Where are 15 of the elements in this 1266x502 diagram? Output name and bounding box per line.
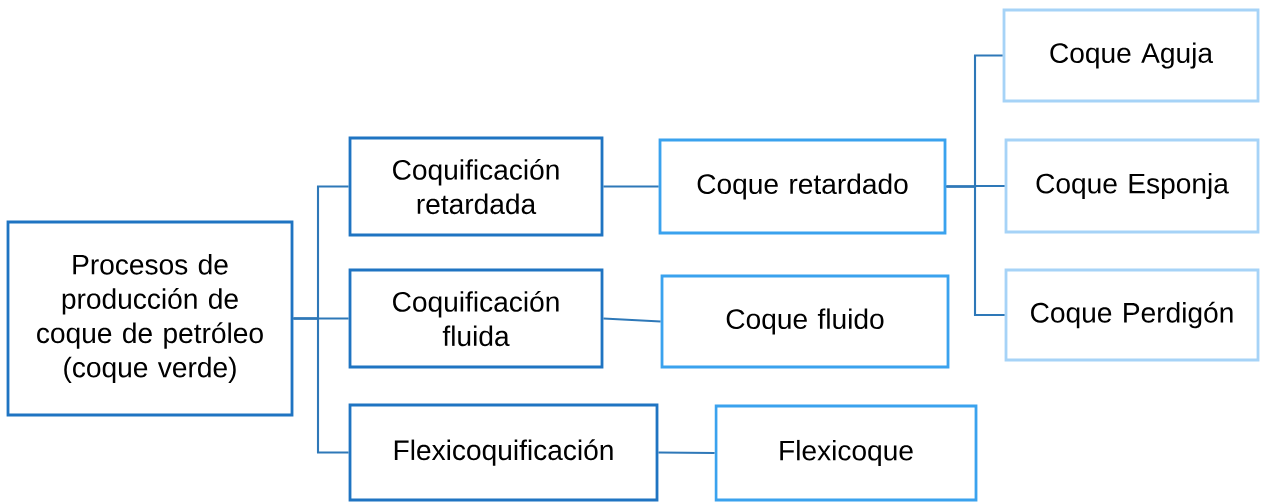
- process-box: Coque retardado: [658, 138, 947, 235]
- connector-line: [293, 317, 349, 454]
- connector-line: [603, 317, 661, 323]
- connector-line: [658, 451, 715, 455]
- process-box: Coque Aguja: [1002, 8, 1260, 103]
- connector-line: [946, 185, 1005, 317]
- process-box: Coquificación retardada: [348, 136, 604, 237]
- process-box: Coque Esponja: [1004, 138, 1260, 234]
- process-box: Procesos de producción de coque de petróleo (coque verde): [6, 220, 294, 417]
- process-box: Coque fluido: [660, 274, 950, 369]
- connector-line: [603, 185, 659, 188]
- process-box: Flexicoque: [714, 404, 978, 502]
- process-box: Coque Perdigón: [1004, 268, 1260, 362]
- process-box: Coquificación fluida: [348, 268, 604, 369]
- process-box: Flexicoquificación: [348, 403, 659, 502]
